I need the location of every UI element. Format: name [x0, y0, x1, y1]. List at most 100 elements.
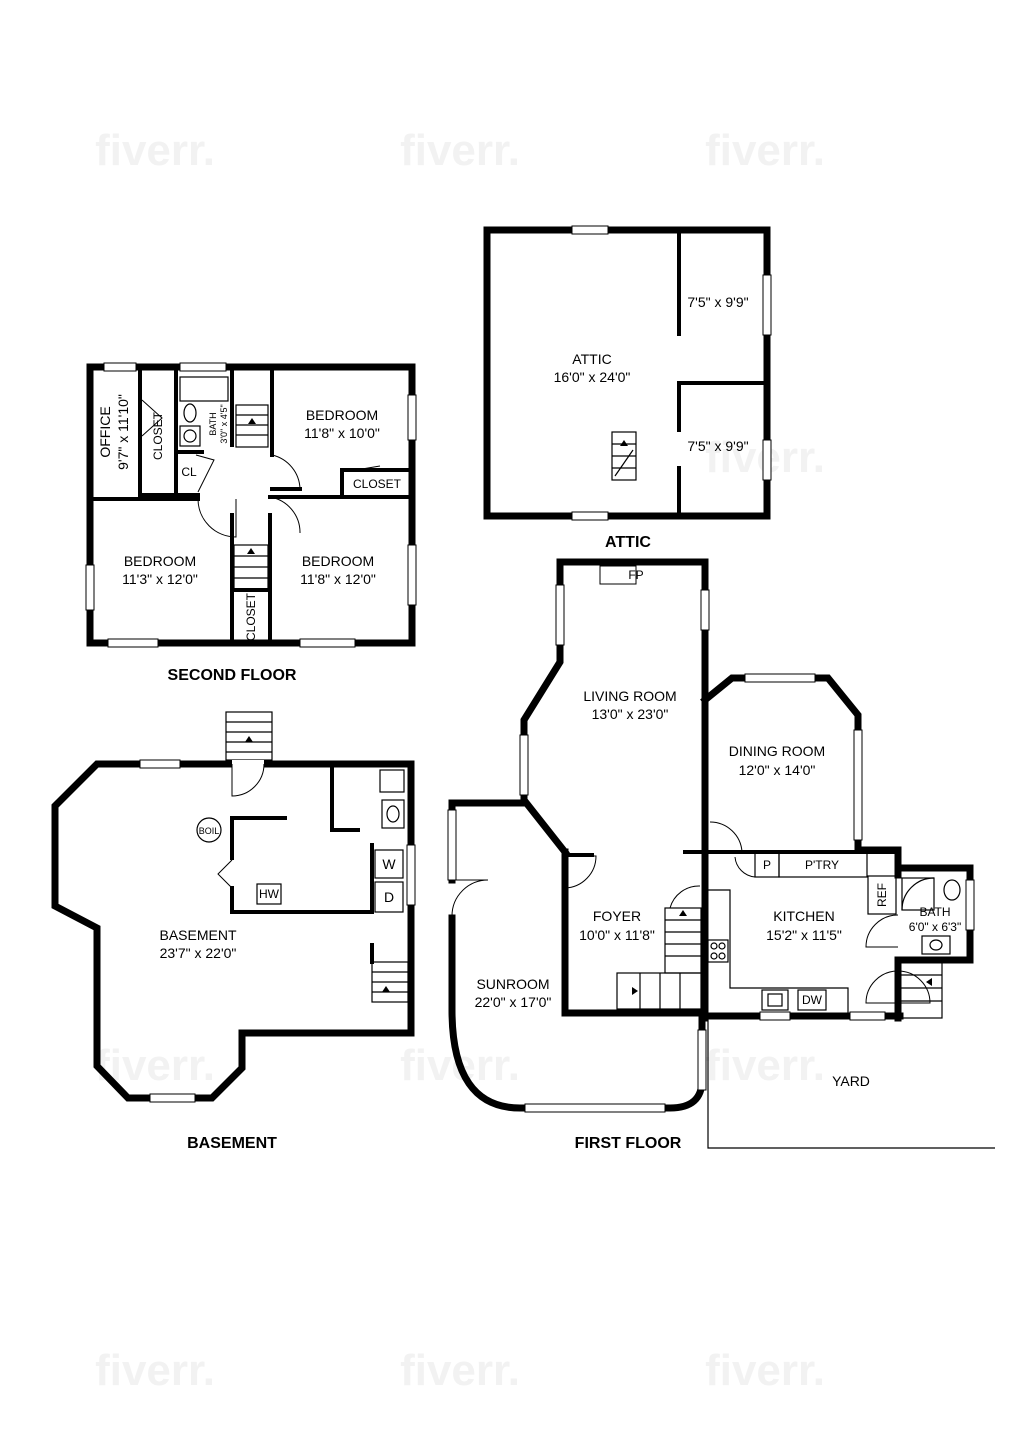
door-opening — [232, 760, 264, 768]
pantry — [778, 852, 868, 878]
refrigerator — [867, 875, 897, 915]
first-floor-plan: FP LIVING ROOM 13'0" x 23'0" DINING ROOM… — [447, 558, 995, 1152]
pantry-label: P'TRY — [805, 858, 839, 872]
basement-title: BASEMENT — [187, 1135, 277, 1152]
foyer-dims: 10'0" x 11'8" — [579, 927, 655, 943]
closet-door — [141, 399, 163, 437]
second-floor-window — [407, 394, 417, 441]
bedroom-ne-dims: 11'8" x 10'0" — [304, 425, 380, 441]
basement-dims: 23'7" x 22'0" — [160, 945, 237, 961]
door-swing — [231, 763, 265, 797]
watermark-layer: fiverr. fiverr. fiverr. fiverr. fiverr. … — [95, 126, 825, 1395]
living-window — [519, 734, 529, 796]
first-floor-title: FIRST FLOOR — [575, 1135, 682, 1152]
first-bath-dims: 6'0" x 6'3" — [909, 920, 961, 934]
watermark: fiverr. — [705, 126, 825, 175]
bedroom-sw-dims: 11'3" x 12'0" — [122, 571, 198, 587]
second-floor-window — [103, 362, 137, 372]
attic-room-b-dims: 7'5" x 9'9" — [687, 438, 748, 454]
shower — [901, 877, 935, 911]
dishwasher — [797, 989, 827, 1011]
attic-stairs — [611, 431, 637, 481]
sunroom-window — [697, 1029, 707, 1091]
kitchen-sink — [761, 989, 789, 1011]
closet-door — [355, 465, 381, 471]
living-window — [555, 584, 565, 646]
dining-window — [853, 729, 863, 841]
first-bath-wall — [894, 864, 974, 1022]
living-room-label: LIVING ROOM — [583, 688, 676, 704]
attic-window — [571, 511, 609, 521]
fireplace-label: FP — [628, 568, 643, 582]
living-room-wall — [556, 558, 709, 856]
living-room-dims: 13'0" x 23'0" — [592, 706, 669, 722]
attic-window — [762, 439, 772, 481]
bedroom-sw-label: BEDROOM — [124, 553, 196, 569]
washer-label: W — [382, 856, 396, 872]
office-closet-label: CLOSET — [151, 411, 165, 460]
living-window — [700, 589, 710, 631]
office-label: OFFICE — [97, 406, 113, 457]
second-floor-window — [107, 638, 159, 648]
first-floor-stairs — [616, 885, 702, 1010]
ref-label: REF — [875, 883, 889, 907]
second-floor-window — [407, 544, 417, 606]
bedroom-ne-label: BEDROOM — [306, 407, 378, 423]
cl-label: CL — [181, 465, 197, 479]
water-heater — [256, 883, 282, 905]
door-swing — [865, 914, 899, 948]
dining-window — [744, 673, 816, 683]
pantry-p-label: P — [763, 858, 771, 872]
toilet — [379, 769, 405, 793]
watermark: fiverr. — [95, 1346, 215, 1395]
sunroom-window — [447, 809, 457, 881]
sink — [381, 799, 405, 829]
attic-window — [762, 274, 772, 336]
second-floor-outer-wall — [86, 363, 416, 647]
attic-room-dims: 16'0" x 24'0" — [554, 369, 631, 385]
sunroom-window — [524, 1103, 666, 1113]
attic-title: ATTIC — [605, 534, 651, 551]
door-swing — [709, 821, 743, 853]
fireplace — [599, 565, 637, 585]
second-floor-stairs — [233, 404, 269, 590]
kitchen-label: KITCHEN — [773, 908, 834, 924]
second-floor-title: SECOND FLOOR — [168, 667, 297, 684]
door-swing — [451, 879, 489, 917]
basement-window — [139, 759, 181, 769]
yard-label: YARD — [832, 1073, 870, 1089]
door-swing — [269, 496, 301, 534]
toilet — [943, 879, 961, 901]
counter — [707, 889, 849, 1013]
basement-stairs — [370, 943, 409, 1003]
first-bath-label: BATH — [919, 905, 950, 919]
bedroom-se-label: BEDROOM — [302, 553, 374, 569]
door-swing — [271, 454, 301, 490]
watermark: fiverr. — [705, 1041, 825, 1090]
back-steps — [899, 961, 943, 1019]
office-dims: 9'7" x 11'10" — [115, 394, 131, 470]
attic-room-a-dims: 7'5" x 9'9" — [687, 294, 748, 310]
watermark: fiverr. — [400, 1346, 520, 1395]
bath-label: BATH — [208, 412, 218, 435]
closet-s-label: CLOSET — [244, 592, 258, 641]
basement-window — [406, 844, 416, 906]
dryer — [374, 881, 404, 913]
second-floor-window — [179, 362, 227, 372]
door-swing — [217, 859, 233, 889]
hw-label: HW — [259, 887, 280, 901]
basement-entry-stairs — [225, 711, 273, 761]
yard-boundary — [707, 1018, 995, 1149]
bath-window — [965, 879, 975, 931]
sink — [921, 935, 951, 955]
basement-plan: BOIL HW W D BASEMENT 23'7" x 22'0" BASEM… — [51, 711, 416, 1152]
sunroom-label: SUNROOM — [476, 976, 549, 992]
wall — [521, 797, 568, 855]
attic-plan: ATTIC 16'0" x 24'0" 7'5" x 9'9" 7'5" x 9… — [483, 225, 772, 551]
watermark: fiverr. — [95, 126, 215, 175]
door-swing — [734, 856, 756, 878]
kitchen-dims: 15'2" x 11'5" — [766, 927, 842, 943]
kitchen-window — [759, 1011, 791, 1021]
attic-room-label: ATTIC — [572, 351, 611, 367]
